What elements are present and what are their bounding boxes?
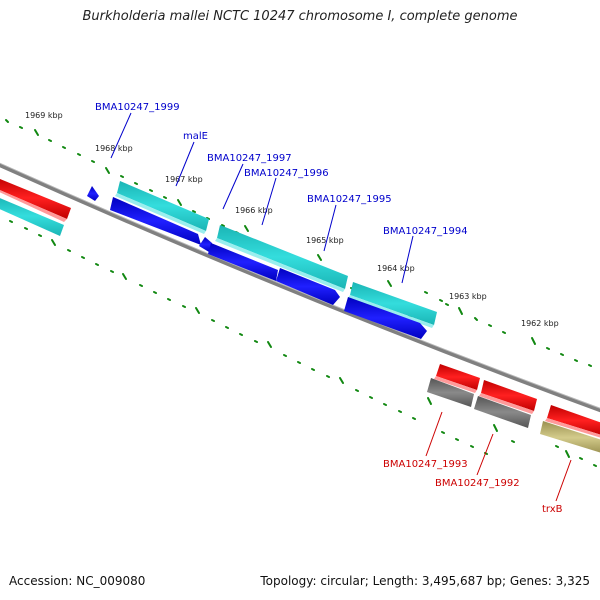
tick-label-1962: 1962 kbp (521, 319, 559, 328)
gene-label-bma10247-1993[interactable]: BMA10247_1993 (383, 459, 468, 470)
map-title: Burkholderia mallei NCTC 10247 chromosom… (82, 9, 518, 24)
outer-tick-ring (5, 119, 592, 367)
tick-label-1966: 1966 kbp (235, 206, 273, 215)
tick-label-1963: 1963 kbp (449, 292, 487, 301)
feature-bma10247-1995[interactable] (276, 268, 340, 305)
feature-bma10247-1999[interactable] (87, 186, 99, 201)
forward-gene-labels: BMA10247_1999 malE BMA10247_1997 BMA1024… (95, 102, 468, 284)
gene-label-bma10247-1997[interactable]: BMA10247_1997 (207, 153, 292, 164)
gene-label-bma10247-1995[interactable]: BMA10247_1995 (307, 194, 392, 205)
topology-text: Topology: circular; Length: 3,495,687 bp… (260, 574, 590, 588)
feature-bma10247-1993[interactable] (427, 364, 480, 407)
feature-bma10247-1992[interactable] (474, 380, 537, 428)
gene-label-bma10247-1999[interactable]: BMA10247_1999 (95, 102, 180, 113)
gene-label-bma10247-1994[interactable]: BMA10247_1994 (383, 226, 468, 237)
feature-bma10247-1997[interactable] (199, 237, 212, 252)
gene-label-male[interactable]: malE (183, 131, 208, 142)
tick-label-1964: 1964 kbp (377, 264, 415, 273)
inner-tick-ring (9, 220, 597, 467)
accession-text: Accession: NC_009080 (9, 574, 146, 588)
feature-bma10247-1996[interactable] (208, 225, 348, 292)
tick-label-1969: 1969 kbp (25, 111, 63, 120)
tick-label-1968: 1968 kbp (95, 144, 133, 153)
tick-label-1967: 1967 kbp (165, 175, 203, 184)
genome-backbone (0, 162, 600, 413)
feature-left-cyan[interactable] (0, 196, 64, 236)
tick-label-1965: 1965 kbp (306, 236, 344, 245)
reverse-gene-labels: BMA10247_1993 BMA10247_1992 trxB (383, 411, 572, 515)
gene-label-trxb[interactable]: trxB (542, 504, 563, 515)
feature-left-red[interactable] (0, 177, 71, 222)
feature-trxb[interactable] (540, 405, 600, 454)
gene-label-bma10247-1996[interactable]: BMA10247_1996 (244, 168, 329, 179)
gene-label-bma10247-1992[interactable]: BMA10247_1992 (435, 478, 520, 489)
tick-labels: 1969 kbp 1968 kbp 1967 kbp 1966 kbp 1965… (25, 111, 559, 328)
feature-male[interactable] (110, 181, 209, 245)
feature-bma10247-1994[interactable] (344, 282, 437, 339)
